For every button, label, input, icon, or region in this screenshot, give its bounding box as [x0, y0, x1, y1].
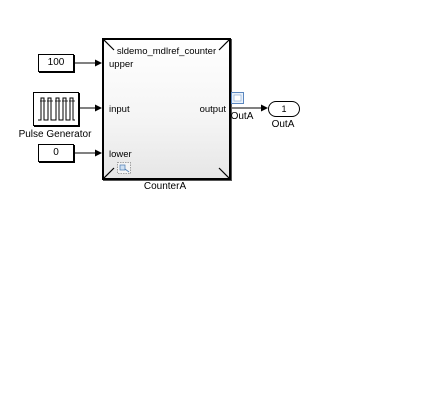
outport-label: OutA	[271, 119, 295, 130]
model-block-name: CounterA	[143, 181, 187, 192]
constant-value: 0	[53, 147, 59, 158]
input-port-label-lower: lower	[109, 149, 132, 160]
model-reference-block[interactable]: sldemo_mdlref_counter upper input lower …	[102, 38, 231, 180]
model-link-icon[interactable]	[117, 162, 131, 174]
corner-mark-icon	[218, 40, 229, 51]
outport-number: 1	[281, 104, 287, 114]
constant-block-upper[interactable]: 100	[38, 54, 74, 72]
corner-mark-icon	[218, 167, 229, 178]
pulse-waveform-icon	[38, 97, 75, 121]
pulse-generator-label: Pulse Generator	[18, 129, 92, 140]
input-port-label-upper: upper	[109, 59, 134, 70]
corner-mark-icon	[104, 167, 115, 178]
input-port-label-input: input	[109, 104, 130, 115]
signal-label: OutA	[230, 111, 254, 122]
constant-block-lower[interactable]: 0	[38, 144, 74, 162]
pulse-generator-block[interactable]	[33, 92, 79, 126]
output-port-label: output	[199, 104, 226, 115]
model-title: sldemo_mdlref_counter	[116, 46, 217, 57]
corner-mark-icon	[104, 40, 115, 51]
constant-value: 100	[47, 57, 65, 68]
outport-block[interactable]: 1	[268, 101, 300, 117]
signal-logging-icon[interactable]	[231, 92, 244, 104]
